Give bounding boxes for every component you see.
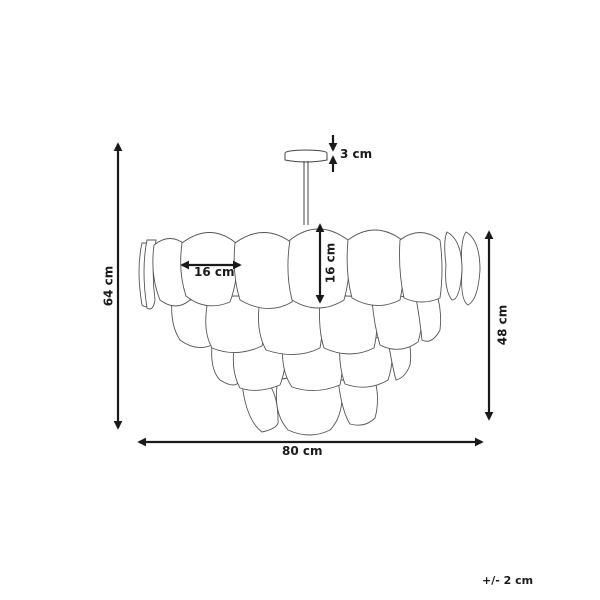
total-height-label: 64 cm	[101, 265, 116, 307]
petals	[138, 228, 481, 436]
petal-height-label: 16 cm	[323, 242, 338, 284]
canopy	[284, 149, 328, 225]
shade-height-label: 48 cm	[495, 304, 510, 346]
canopy-height-label: 3 cm	[340, 147, 373, 161]
dimension-lines	[113, 135, 494, 447]
petal-width-label: 16 cm	[194, 265, 235, 279]
width-label: 80 cm	[282, 444, 323, 458]
tolerance-note: +/- 2 cm	[482, 574, 534, 587]
